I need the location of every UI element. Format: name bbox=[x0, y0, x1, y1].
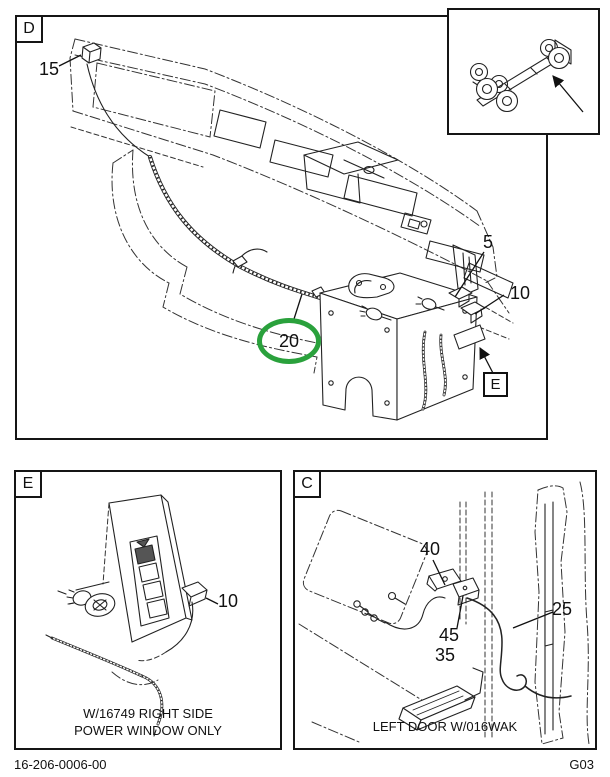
callout-25: 25 bbox=[551, 599, 573, 619]
door-inner-panel bbox=[298, 509, 428, 743]
door-wires bbox=[45, 634, 164, 737]
door-connector bbox=[452, 577, 480, 606]
callout-40: 40 bbox=[419, 539, 441, 559]
footer-doc-number: 16-206-0006-00 bbox=[14, 757, 107, 772]
callout-10-main: 10 bbox=[509, 283, 531, 303]
footer-grid-code: G03 bbox=[569, 757, 594, 772]
leader-lines bbox=[432, 559, 554, 629]
panel-e-caption: W/16749 RIGHT SIDE POWER WINDOW ONLY bbox=[74, 706, 222, 739]
panel-c: C 40 45 35 25 LEFT DOOR W/016WAK bbox=[293, 470, 597, 750]
console-panel bbox=[67, 494, 193, 643]
detail-ref-e-box: E bbox=[483, 372, 508, 397]
power-window-detail-drawing bbox=[45, 494, 219, 737]
truck-chassis bbox=[469, 38, 572, 113]
callout-15: 15 bbox=[38, 59, 60, 79]
left-door-detail-drawing bbox=[298, 481, 590, 745]
callout-35: 35 bbox=[434, 645, 456, 665]
dash-openings bbox=[213, 109, 514, 299]
door-pillar bbox=[534, 481, 590, 745]
terminal-cluster bbox=[353, 591, 446, 630]
location-arrow bbox=[552, 75, 584, 113]
detail-e-target-bracket bbox=[453, 324, 486, 350]
callout-20-highlight: 20 bbox=[257, 318, 321, 364]
hvac-bracket bbox=[348, 273, 395, 299]
truck-locator-drawing bbox=[469, 38, 584, 113]
windshield-opening bbox=[92, 62, 216, 138]
switch-bezel bbox=[129, 535, 170, 627]
panel-e: E 10 W/16749 RIGHT SIDE POWER WINDOW ONL… bbox=[14, 470, 282, 750]
window-channel bbox=[459, 491, 493, 741]
panel-e-label: E bbox=[14, 470, 42, 498]
panel-c-caption: LEFT DOOR W/016WAK bbox=[372, 719, 518, 735]
round-connector bbox=[57, 589, 116, 617]
door-harness bbox=[466, 597, 572, 699]
leader-10 bbox=[205, 597, 219, 605]
chassis-inset bbox=[447, 8, 600, 135]
panel-c-label: C bbox=[293, 470, 321, 498]
barrel-connectors bbox=[359, 296, 445, 321]
panel-d-label: D bbox=[15, 15, 43, 43]
dash-assembly-drawing bbox=[58, 38, 514, 421]
callout-20: 20 bbox=[278, 330, 300, 351]
connector-15 bbox=[81, 42, 151, 158]
callout-5: 5 bbox=[482, 232, 494, 252]
connector-10-detail bbox=[135, 581, 208, 662]
callout-45: 45 bbox=[438, 625, 460, 645]
dash-panel-outline bbox=[69, 38, 514, 340]
door-check-strap bbox=[398, 667, 484, 731]
mount-bracket bbox=[426, 568, 462, 592]
instrument-cluster-box bbox=[303, 141, 399, 204]
callout-10-detail: 10 bbox=[217, 591, 239, 611]
